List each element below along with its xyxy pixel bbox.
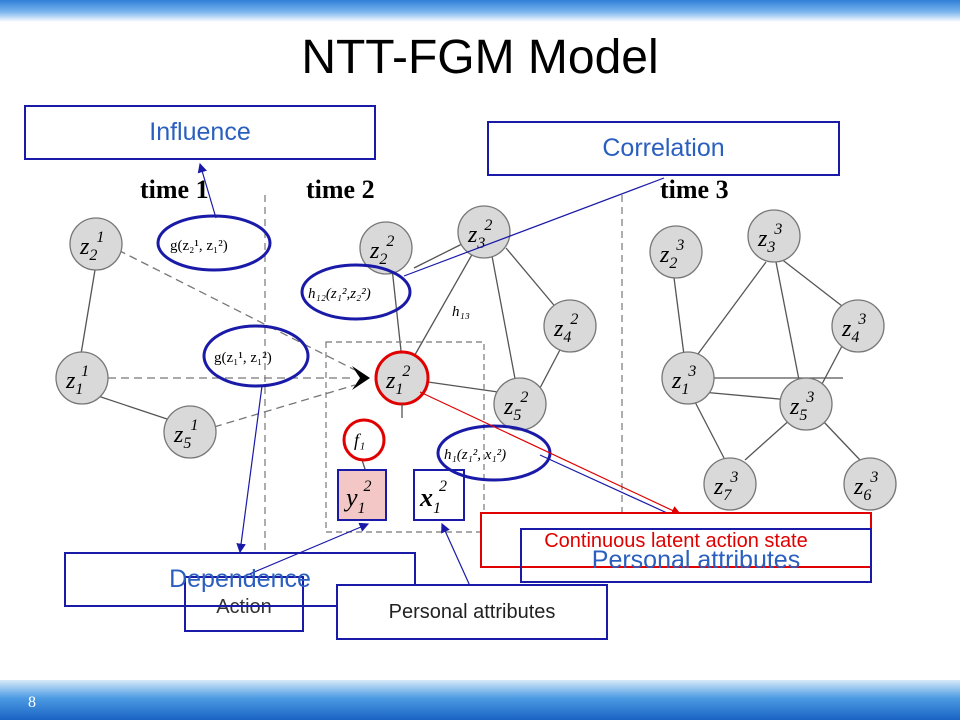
bottom-gradient-bar — [0, 680, 960, 720]
connector-correlation — [403, 177, 665, 277]
node-z6-3 — [843, 457, 897, 511]
observation-box — [325, 341, 485, 533]
callout-continuous-latent: Continuous latent action state — [480, 512, 872, 568]
factor-h12: h₁₂(z₁²,z₂²) — [308, 286, 371, 302]
node-z2-2 — [359, 221, 413, 275]
observed-y-box — [337, 469, 387, 521]
callout-dependence: Dependence — [64, 552, 416, 607]
top-gradient-bar — [0, 0, 960, 22]
node-z4-3 — [831, 299, 885, 353]
callout-personal-attributes-large: Personal attributes — [520, 528, 872, 583]
page-number: 8 — [28, 694, 36, 711]
slide-title: NTT-FGM Model — [301, 31, 659, 84]
connector-personal-small — [441, 522, 471, 587]
node-label-z2-3: z23 — [659, 237, 684, 272]
node-z7-3 — [703, 457, 757, 511]
time-label-3: time 3 — [660, 175, 729, 204]
highlight-f1 — [342, 418, 386, 462]
node-label-z5-2: z52 — [503, 389, 528, 424]
node-z2-1 — [69, 217, 123, 271]
highlight-h12 — [300, 263, 412, 321]
connector-continuous-latent — [419, 391, 682, 515]
factor-h1: h₁(z₁², x₁²) — [444, 447, 506, 463]
observed-x-box — [413, 469, 465, 521]
node-z4-2 — [543, 299, 597, 353]
node-z1-1 — [55, 351, 109, 405]
node-label-z3-2: z32 — [467, 217, 492, 252]
node-label-z5-3: z53 — [789, 389, 814, 424]
node-z3-3 — [747, 209, 801, 263]
factor-g-dependence: g(z₁¹, z₁²) — [214, 350, 272, 366]
node-z1-3 — [661, 351, 715, 405]
node-label-z3-3: z33 — [757, 221, 782, 256]
callout-influence: Influence — [24, 105, 376, 160]
observed-y-label: y12 — [343, 478, 372, 517]
connector-dependence — [236, 385, 263, 554]
connector-influence — [197, 162, 217, 219]
callout-personal-attributes-small: Personal attributes — [336, 584, 608, 640]
node-label-z1-2: z12 — [385, 363, 410, 398]
node-label-z1-3: z13 — [671, 363, 696, 398]
connector-action — [239, 522, 370, 579]
factor-g-influence: g(z₂¹, z₁²) — [170, 238, 228, 254]
node-label-z2-1: z21 — [79, 229, 104, 264]
node-label-z5-1: z51 — [173, 417, 198, 452]
node-label-z7-3: z73 — [713, 469, 738, 504]
factor-h13: h₁₃ — [452, 304, 470, 320]
influence-edge — [117, 249, 356, 371]
influence-edge-z5 — [213, 384, 356, 428]
factor-f1: f₁ — [354, 430, 365, 450]
node-label-z1-1: z11 — [65, 363, 89, 398]
node-z5-3 — [779, 377, 833, 431]
node-label-z2-2: z22 — [369, 233, 394, 268]
time-label-2: time 2 — [306, 175, 375, 204]
node-label-z6-3: z63 — [853, 469, 878, 504]
highlight-g-dependence — [202, 324, 310, 388]
factor-arrowhead — [352, 366, 370, 390]
node-z2-3 — [649, 225, 703, 279]
time-label-1: time 1 — [140, 175, 209, 204]
node-z5-1 — [163, 405, 217, 459]
highlight-g-influence — [156, 214, 272, 272]
node-label-z4-3: z43 — [841, 311, 866, 346]
callout-correlation: Correlation — [487, 121, 840, 176]
observed-x-label: x12 — [419, 478, 447, 517]
callout-action: Action — [184, 576, 304, 632]
node-label-z4-2: z42 — [553, 311, 578, 346]
node-z3-2 — [457, 205, 511, 259]
